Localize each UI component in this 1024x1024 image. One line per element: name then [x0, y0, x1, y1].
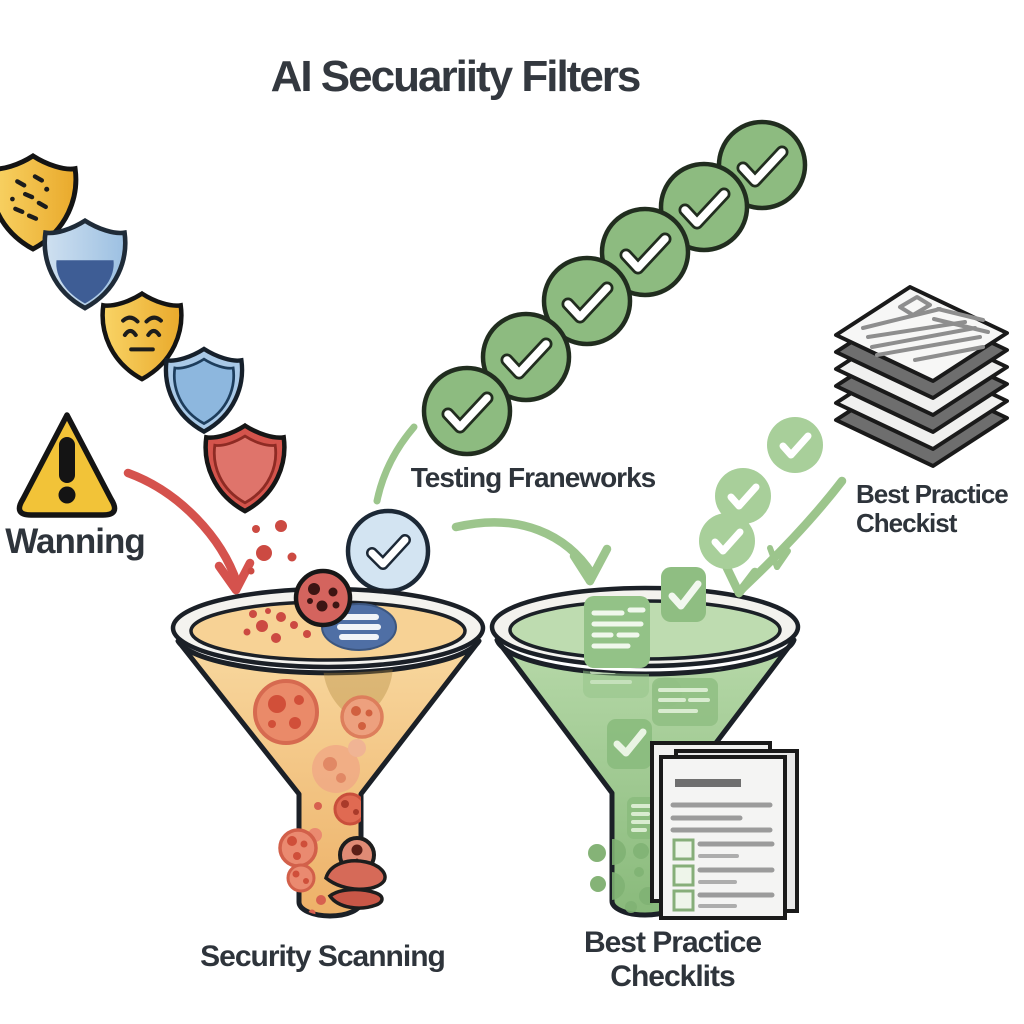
page-title: AI Secuariity Filters	[270, 52, 642, 101]
shield-yellow-angry-icon	[103, 294, 182, 380]
warning-triangle-icon	[16, 412, 118, 518]
best-practice-stack-label: Best Practice Checkist	[856, 480, 1024, 538]
green-arrow-testing	[451, 518, 612, 586]
checkbox-row	[672, 838, 775, 861]
germ-icon	[293, 568, 353, 628]
check-circle-icon	[421, 365, 513, 457]
security-funnel	[170, 568, 486, 919]
security-funnel-contents	[253, 645, 393, 916]
best-practice-checklists-label: Best Practice Checklits	[583, 926, 762, 993]
check-circle-icon	[480, 311, 572, 403]
shield-blue-outline-icon	[166, 349, 242, 432]
checklist-pages-icon	[650, 741, 799, 920]
warning-label: Wanning	[5, 522, 145, 561]
filtered-germs-spill	[278, 828, 387, 910]
check-circle-icon	[599, 206, 691, 298]
falling-check-circles	[699, 417, 823, 569]
check-circle-cascade	[421, 119, 808, 457]
shield-red-icon	[206, 426, 285, 512]
blue-check-circle-icon	[345, 508, 431, 594]
practice-card-lines	[584, 596, 650, 668]
green-arrow-checklist	[721, 476, 847, 598]
checkbox-row	[672, 889, 775, 912]
red-dots	[247, 520, 297, 575]
check-circle-icon	[541, 255, 633, 347]
check-circle-flat-icon	[715, 468, 771, 524]
shield-yellow-speckled-icon	[0, 156, 76, 249]
stack-label-line1: Best Practice	[856, 479, 1009, 509]
green-swoosh	[373, 423, 418, 505]
best-practice-funnel	[489, 567, 801, 918]
document-stack-icon	[834, 285, 1009, 468]
check-circle-flat-icon	[699, 513, 755, 569]
check-circle-flat-icon	[767, 417, 823, 473]
red-arrow	[123, 468, 255, 595]
stack-label-line2: Checkist	[856, 508, 957, 538]
security-scanning-label: Security Scanning	[200, 940, 446, 973]
testing-frameworks-label: Testing Franeworks	[410, 462, 656, 493]
practice-card-check	[661, 567, 706, 622]
shield-blue-filled-icon	[45, 221, 125, 308]
red-dot-cluster	[243, 608, 311, 643]
checkbox-row	[672, 864, 775, 887]
